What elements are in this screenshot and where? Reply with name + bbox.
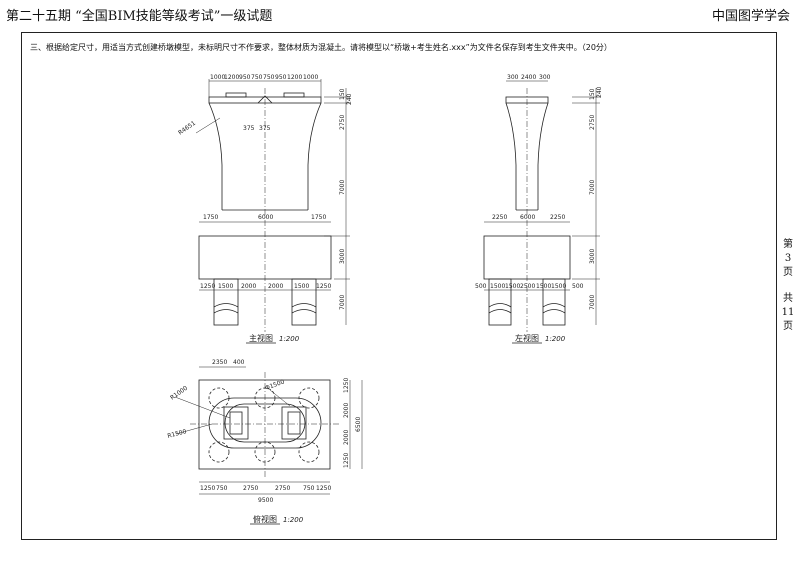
top-view-scale: 1:200 xyxy=(283,516,304,524)
front-right-dim-1: 150 xyxy=(339,88,346,100)
front-right-dim-5: 3000 xyxy=(339,249,346,264)
top-top-dim-1: 2350 xyxy=(212,359,227,366)
left-right-dim-5: 3000 xyxy=(589,249,596,264)
front-top-dim-2: 1200 xyxy=(224,74,239,81)
total-label-suffix: 页 xyxy=(783,321,793,332)
left-right-dim-2: 240 xyxy=(596,86,603,98)
organization-name: 中国图学学会 xyxy=(711,9,790,24)
front-inner-dim-2: 375 xyxy=(259,125,271,132)
left-bottom-dim-1: 500 xyxy=(475,283,487,290)
left-right-dim-6: 7000 xyxy=(589,295,596,310)
top-right-dim-2: 2000 xyxy=(343,403,350,418)
top-right-dim-1: 1250 xyxy=(343,378,350,393)
top-right-total: 6500 xyxy=(355,417,362,432)
front-view xyxy=(195,79,350,344)
front-radius-label: R4651 xyxy=(177,120,197,137)
front-inner-dim-1: 375 xyxy=(243,125,255,132)
left-view-label: 左视图 xyxy=(515,333,539,343)
front-right-dim-4: 7000 xyxy=(339,180,346,195)
left-mid-dim-2: 6000 xyxy=(520,214,535,221)
left-mid-dim-3: 2250 xyxy=(550,214,565,221)
front-bottom-dim-4: 2000 xyxy=(268,283,283,290)
total-label-prefix: 共 xyxy=(783,293,793,304)
left-right-dim-4: 7000 xyxy=(589,180,596,195)
front-bottom-dim-5: 1500 xyxy=(294,283,309,290)
front-mid-dim-3: 1750 xyxy=(311,214,326,221)
question-text: 三、根据给定尺寸，用适当方式创建桥墩模型，未标明尺寸不作要求，整体材质为混凝土。… xyxy=(30,43,612,52)
front-right-dim-3: 2750 xyxy=(339,115,346,130)
exam-title: 第二十五期 “全国BIM技能等级考试”一级试题 xyxy=(6,9,273,24)
front-view-label: 主视图 xyxy=(249,333,273,343)
front-bottom-dim-1: 1250 xyxy=(200,283,215,290)
top-bottom-dim-5: 750 xyxy=(303,485,315,492)
front-bottom-dim-6: 1250 xyxy=(316,283,331,290)
page-indicator: 第 3 页 共 11 页 xyxy=(780,238,796,334)
front-top-dim-7: 1200 xyxy=(287,74,302,81)
front-bottom-dim-3: 2000 xyxy=(241,283,256,290)
top-radius-2: R1500 xyxy=(167,428,188,440)
front-bottom-dim-2: 1500 xyxy=(218,283,233,290)
top-view-label: 俯视图 xyxy=(253,514,277,524)
page-label-prefix: 第 xyxy=(783,239,793,250)
top-radius-1: R1000 xyxy=(169,385,189,402)
page-label-suffix: 页 xyxy=(783,267,793,278)
top-bottom-total: 9500 xyxy=(258,497,273,504)
left-bottom-dim-3: 1500 xyxy=(505,283,520,290)
top-diameter: Φ1500 xyxy=(264,378,285,391)
top-right-dim-3: 2000 xyxy=(343,430,350,445)
front-top-dim-1: 1000 xyxy=(210,74,225,81)
top-right-dim-4: 1250 xyxy=(343,453,350,468)
front-top-dim-5: 750 xyxy=(263,74,275,81)
front-top-dim-3: 950 xyxy=(239,74,251,81)
front-view-scale: 1:200 xyxy=(279,335,300,343)
top-bottom-dim-2: 750 xyxy=(216,485,228,492)
front-mid-dim-2: 6000 xyxy=(258,214,273,221)
top-bottom-dim-6: 1250 xyxy=(316,485,331,492)
left-bottom-dim-7: 500 xyxy=(572,283,584,290)
top-view xyxy=(174,366,363,525)
front-mid-dim-1: 1750 xyxy=(203,214,218,221)
top-bottom-dim-3: 2750 xyxy=(243,485,258,492)
left-view-scale: 1:200 xyxy=(545,335,566,343)
left-view xyxy=(483,80,600,344)
left-bottom-dim-6: 1500 xyxy=(551,283,566,290)
top-bottom-dim-4: 2750 xyxy=(275,485,290,492)
total-pages: 11 xyxy=(781,307,795,318)
left-mid-dim-1: 2250 xyxy=(492,214,507,221)
top-top-dim-2: 400 xyxy=(233,359,245,366)
left-bottom-dim-2: 1500 xyxy=(490,283,505,290)
drawing-frame xyxy=(21,32,777,540)
page-number: 3 xyxy=(784,253,792,264)
front-top-dim-4: 750 xyxy=(251,74,263,81)
top-bottom-dim-1: 1250 xyxy=(200,485,215,492)
left-top-dim-3: 300 xyxy=(539,74,551,81)
left-top-dim-2: 2400 xyxy=(521,74,536,81)
left-right-dim-1: 150 xyxy=(589,88,596,100)
left-right-dim-3: 2750 xyxy=(589,115,596,130)
front-right-dim-2: 240 xyxy=(346,93,353,105)
left-bottom-dim-5: 1500 xyxy=(536,283,551,290)
front-top-dim-8: 1000 xyxy=(303,74,318,81)
front-top-dim-6: 950 xyxy=(275,74,287,81)
left-bottom-dim-4: 2500 xyxy=(520,283,535,290)
front-right-dim-6: 7000 xyxy=(339,295,346,310)
left-top-dim-1: 300 xyxy=(507,74,519,81)
